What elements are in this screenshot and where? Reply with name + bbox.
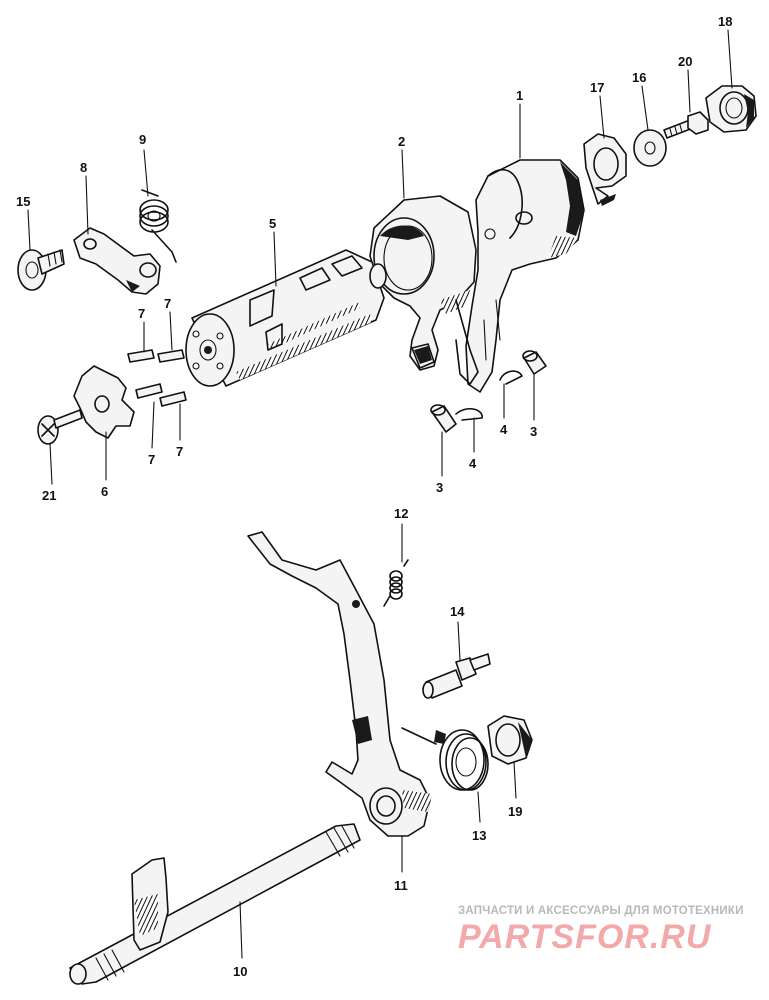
label-part-7-d: 7 xyxy=(176,444,183,459)
label-part-11: 11 xyxy=(394,878,408,893)
part-labels: 1 2 17 16 20 18 5 9 8 15 7 7 7 7 6 21 3 … xyxy=(16,14,732,979)
label-part-21: 21 xyxy=(42,488,56,503)
label-part-7-b: 7 xyxy=(164,296,171,311)
label-part-4-b: 4 xyxy=(500,422,508,437)
part-4-clip-a xyxy=(455,407,483,421)
part-6-star-plate xyxy=(73,365,135,439)
part-3-guide-pin-b xyxy=(522,350,547,375)
leader-lines xyxy=(27,29,733,959)
label-part-1: 1 xyxy=(516,88,523,103)
part-8-stopper-arm xyxy=(73,227,161,295)
label-part-17: 17 xyxy=(590,80,604,95)
label-part-13: 13 xyxy=(472,828,486,843)
label-part-6: 6 xyxy=(101,484,108,499)
watermark-brand: PARTSFOR.RU xyxy=(458,918,712,956)
label-part-7-a: 7 xyxy=(138,306,145,321)
part-3-guide-pin-a xyxy=(430,404,457,433)
part-18-nut xyxy=(705,85,757,133)
part-4-clip-b xyxy=(499,370,523,385)
part-5-shift-drum xyxy=(185,249,387,387)
part-13-spring xyxy=(401,727,489,791)
part-11-shift-arm xyxy=(247,531,432,837)
label-part-14: 14 xyxy=(450,604,465,619)
part-10-gearshift-spindle xyxy=(69,823,361,985)
part-7-pins xyxy=(127,349,187,407)
part-12-spring xyxy=(383,559,409,607)
part-14-pin xyxy=(422,653,491,699)
label-part-18: 18 xyxy=(718,14,732,29)
label-part-19: 19 xyxy=(508,804,522,819)
watermark-tagline: ЗАПЧАСТИ И АКСЕССУАРЫ ДЛЯ МОТОТЕХНИКИ xyxy=(458,905,744,917)
label-part-8: 8 xyxy=(80,160,87,175)
label-part-9: 9 xyxy=(139,132,146,147)
part-2-shift-fork xyxy=(369,195,479,385)
label-part-10: 10 xyxy=(233,964,247,979)
part-17-stopper-plate xyxy=(583,133,627,206)
label-part-15: 15 xyxy=(16,194,30,209)
label-part-4-a: 4 xyxy=(469,456,477,471)
part-15-bolt xyxy=(17,249,65,291)
part-1-shift-fork xyxy=(465,159,585,393)
part-19-collar xyxy=(487,715,533,765)
part-20-bolt xyxy=(663,111,709,139)
label-part-3-b: 3 xyxy=(530,424,537,439)
label-part-12: 12 xyxy=(394,506,408,521)
label-part-16: 16 xyxy=(632,70,646,85)
part-16-washer xyxy=(633,129,667,167)
label-part-3-a: 3 xyxy=(436,480,443,495)
label-part-2: 2 xyxy=(398,134,405,149)
label-part-7-c: 7 xyxy=(148,452,155,467)
label-part-5: 5 xyxy=(269,216,276,231)
part-9-spring xyxy=(139,189,177,263)
part-21-screw xyxy=(37,409,83,445)
label-part-20: 20 xyxy=(678,54,692,69)
